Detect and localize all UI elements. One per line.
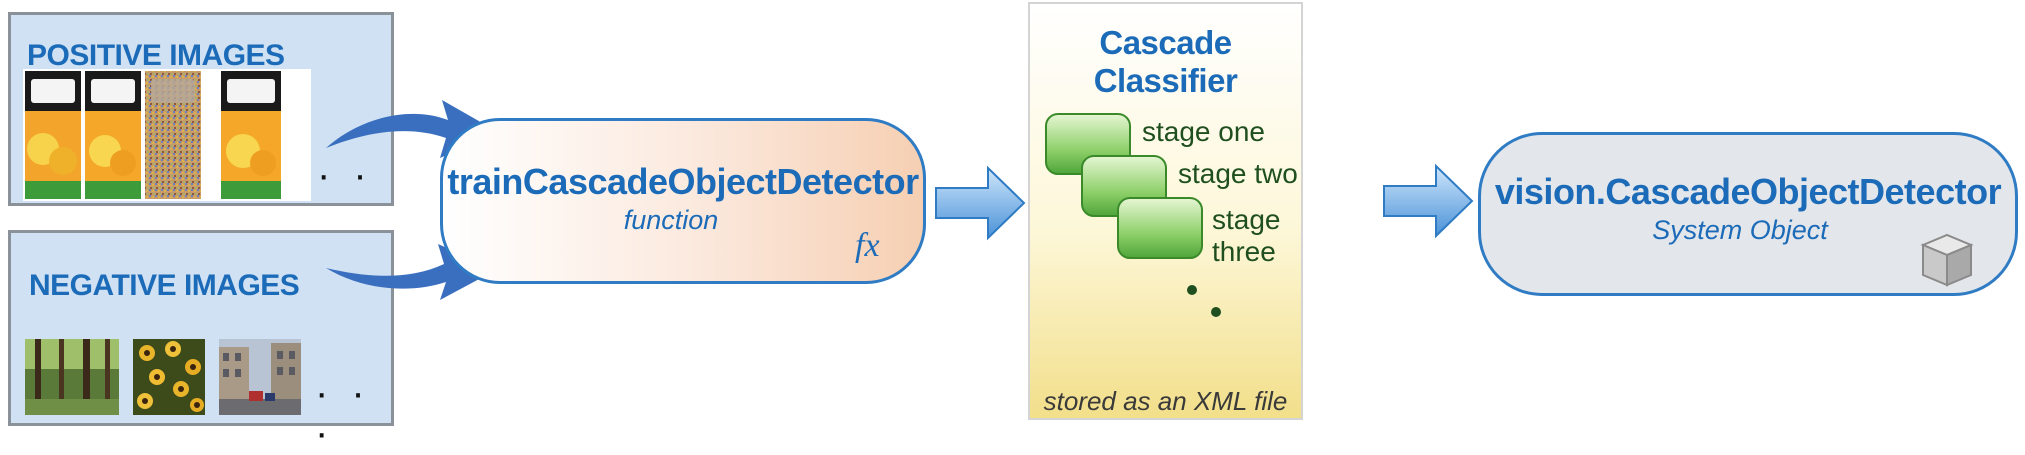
stage-two-label: stage two [1178,158,1298,189]
flowers-image [133,339,205,415]
street-image [219,339,301,415]
train-function-node: trainCascadeObjectDetector function fx [440,118,926,284]
juice-carton-image-2 [85,71,141,199]
positive-more-dots: · · [317,153,373,197]
juice-carton-image-1 [25,71,81,199]
detector-node: vision.CascadeObjectDetector System Obje… [1478,132,2018,296]
stage-three-label: stage three [1212,204,1281,267]
train-function-name: trainCascadeObjectDetector [447,161,919,202]
stage-three-box [1117,197,1203,259]
positive-images-title: POSITIVE IMAGES [27,39,285,72]
detector-type: System Object [1652,215,1828,245]
diagram: POSITIVE IMAGES [8,2,2018,453]
juice-carton-noisy-image [145,71,201,199]
cascade-classifier-title: Cascade Classifier [1093,24,1238,99]
negative-more-dots: · · · [315,371,371,455]
positive-thumbnails [23,69,311,201]
forest-image [25,339,119,415]
train-function-type: function [623,205,719,235]
negative-images-box: NEGATIVE IMAGES [8,230,394,453]
negative-images-title: NEGATIVE IMAGES [29,269,300,302]
fx-icon: fx [855,227,880,264]
continuation-dots [1187,285,1221,317]
stage-one-label: stage one [1142,116,1265,147]
detector-name: vision.CascadeObjectDetector [1494,171,2002,212]
cascade-to-detector-arrow [1383,163,1474,239]
juice-carton-image-3 [221,71,281,199]
cascade-storage-note: stored as an XML file [1043,386,1288,416]
train-to-cascade-arrow [935,165,1026,241]
positive-images-box: POSITIVE IMAGES [8,12,394,206]
cube-icon [1920,233,1974,287]
cascade-classifier-node: Cascade Classifier stage one stage two s… [1028,2,1303,420]
